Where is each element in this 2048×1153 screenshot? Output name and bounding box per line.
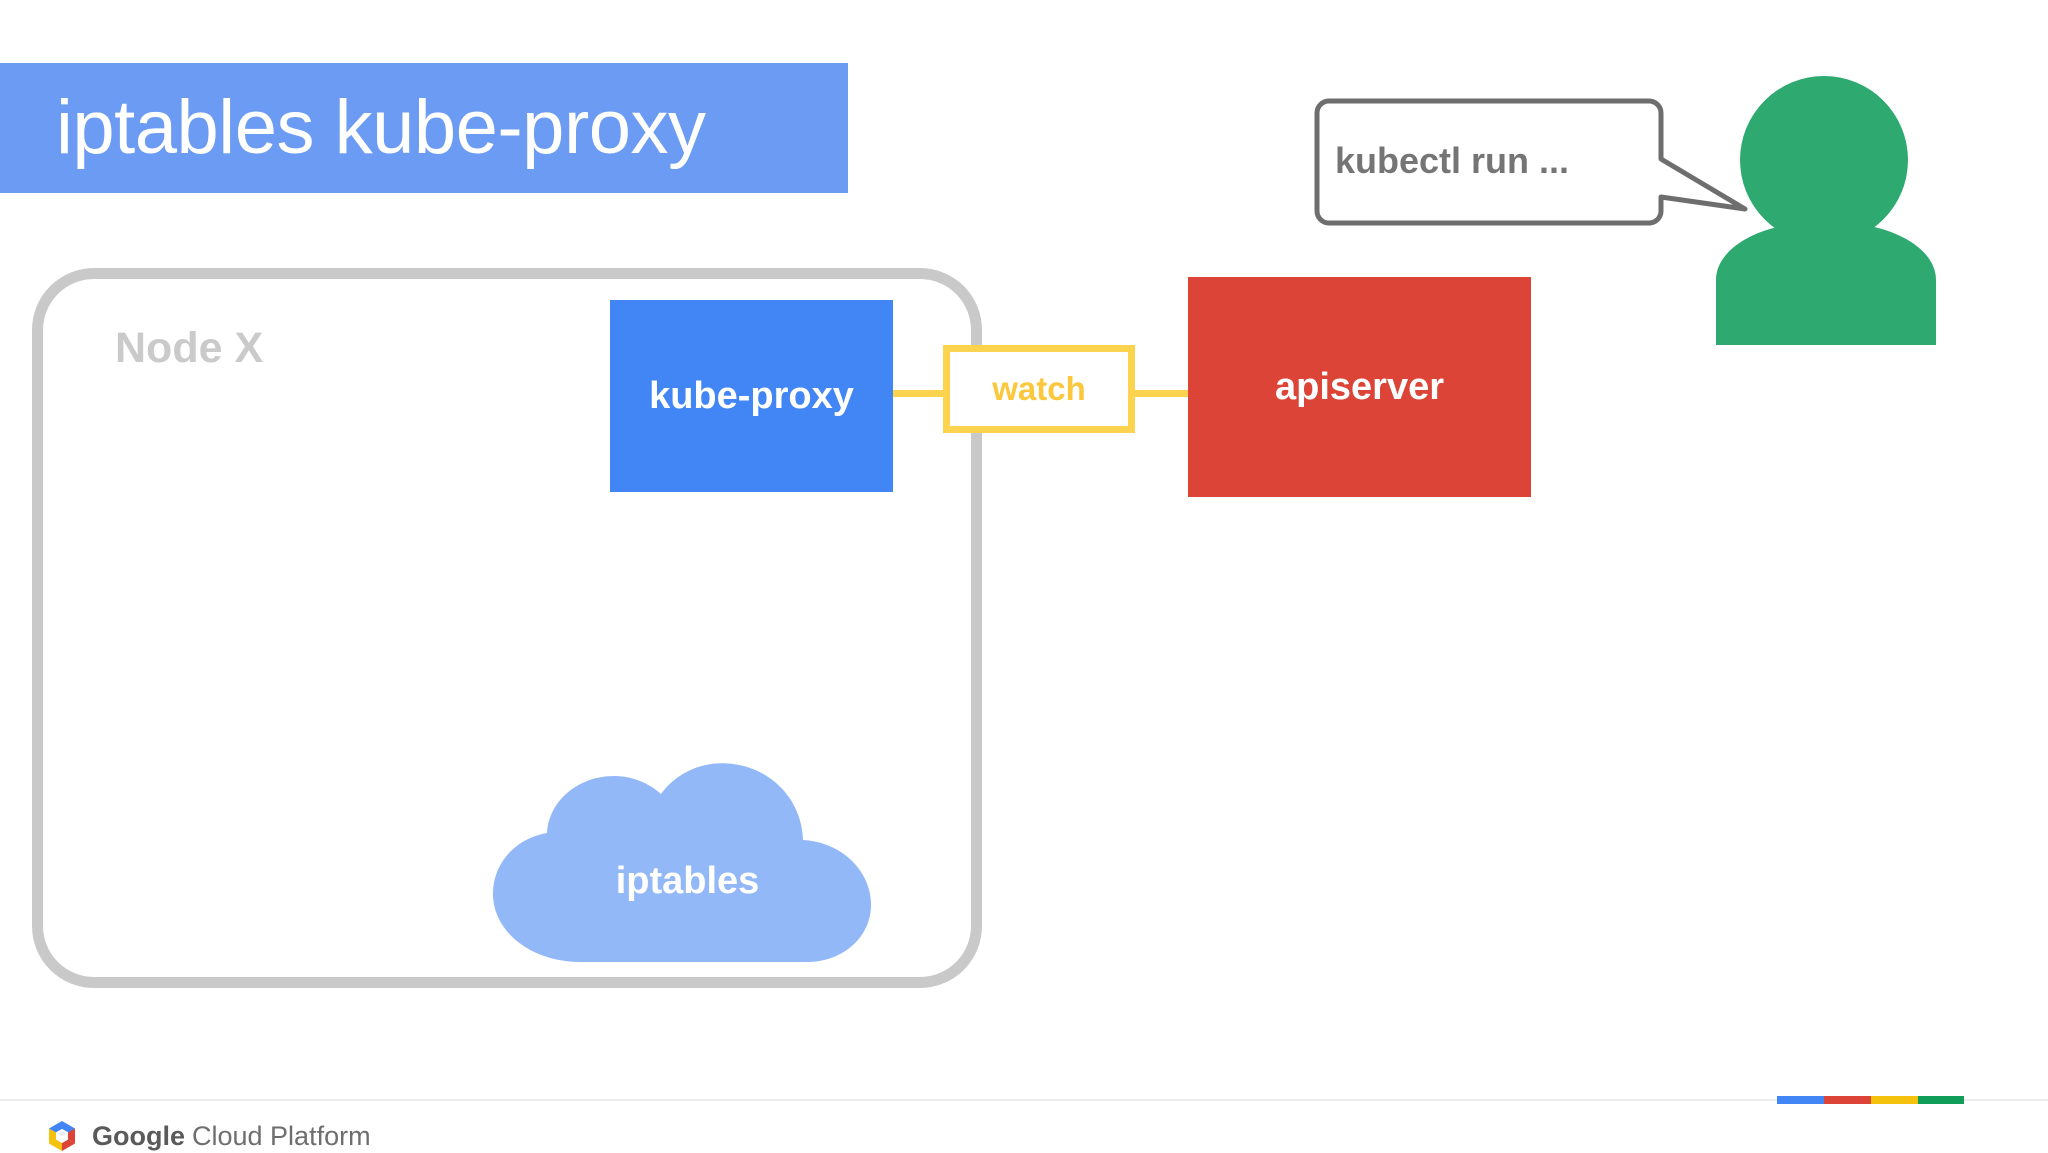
watch-connector-box: watch	[943, 345, 1135, 433]
speech-bubble-shape	[1314, 98, 1748, 226]
watch-label: watch	[992, 370, 1086, 407]
footer-bar-blue	[1777, 1096, 1824, 1104]
connector-line-right	[1133, 390, 1189, 397]
title-banner: iptables kube-proxy	[0, 63, 848, 193]
speech-bubble: kubectl run ...	[1313, 97, 1748, 227]
footer-bar-green	[1918, 1096, 1964, 1104]
page-title: iptables kube-proxy	[56, 85, 706, 170]
footer-bar-red	[1824, 1096, 1871, 1104]
apiserver-label: apiserver	[1274, 365, 1444, 408]
footer-logo: Google Cloud Platform	[44, 1118, 371, 1153]
iptables-label: iptables	[615, 860, 760, 902]
connector-line-left	[893, 390, 947, 397]
cloud-shape-icon	[493, 763, 871, 962]
node-label: Node X	[115, 324, 264, 372]
footer-divider	[0, 1099, 2048, 1101]
footer-brand-text: Google Cloud Platform	[92, 1121, 371, 1152]
kube-proxy-box: kube-proxy	[610, 300, 893, 492]
google-cloud-hexagon-icon	[49, 1121, 75, 1151]
kube-proxy-label: kube-proxy	[649, 374, 854, 417]
iptables-cloud: iptables	[485, 762, 890, 967]
brand-cloud-platform: Cloud Platform	[192, 1120, 371, 1151]
brand-google: Google	[92, 1120, 185, 1151]
person-silhouette-icon	[1716, 76, 1936, 345]
footer-color-bars	[1777, 1096, 1964, 1104]
user-avatar-icon	[1706, 75, 2006, 345]
footer-bar-yellow	[1871, 1096, 1918, 1104]
node-container-box	[32, 268, 982, 988]
speech-bubble-text: kubectl run ...	[1335, 140, 1570, 181]
apiserver-box: apiserver	[1188, 277, 1531, 497]
